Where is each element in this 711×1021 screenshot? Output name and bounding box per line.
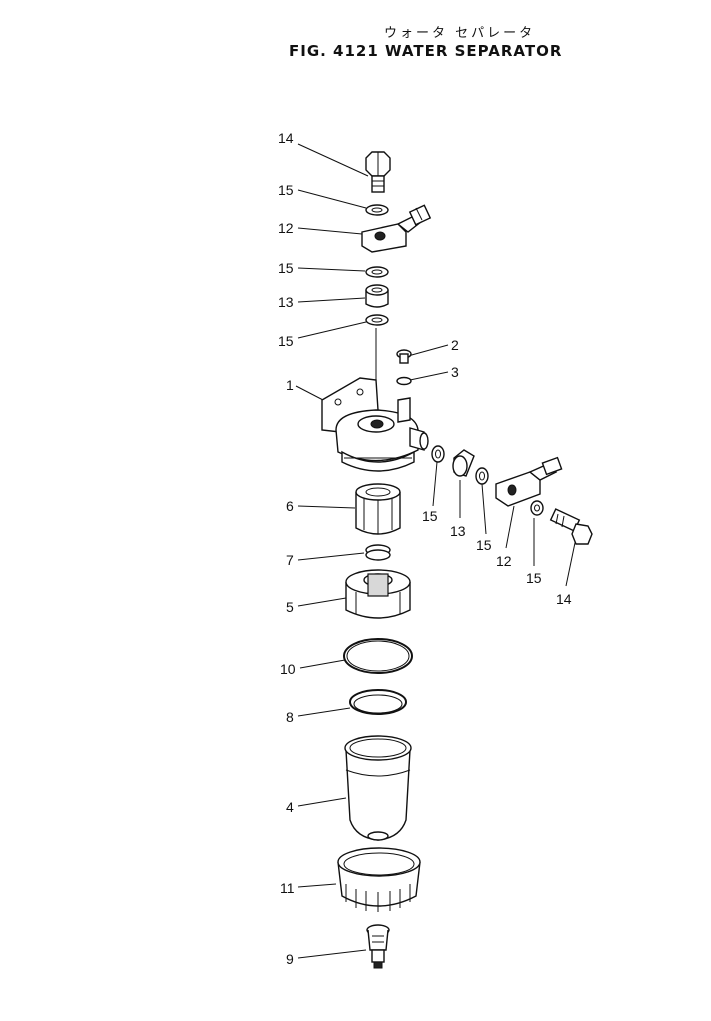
part-8-ring: [349, 689, 407, 715]
callout-8: 8: [286, 709, 294, 725]
callout-15: 15: [278, 182, 294, 198]
part-15-washer-a: [365, 204, 389, 216]
part-12-eye-joint-side: [495, 456, 563, 507]
callout-15: 15: [278, 333, 294, 349]
part-14-banjo-bolt-upper: [365, 151, 391, 193]
part-2-air-vent-plug: [396, 349, 412, 364]
part-15-washer-f: [530, 500, 544, 516]
part-7-spring: [365, 544, 391, 561]
callout-3: 3: [451, 364, 459, 380]
callout-13: 13: [278, 294, 294, 310]
part-14-banjo-bolt-side: [549, 508, 593, 545]
part-3-washer: [396, 376, 412, 386]
callout-15: 15: [476, 537, 492, 553]
callout-15: 15: [422, 508, 438, 524]
figure-title-japanese: ウォータ セパレータ: [384, 26, 536, 41]
part-4-bowl: [344, 735, 412, 841]
callout-1: 1: [286, 377, 294, 393]
callout-14: 14: [278, 130, 294, 146]
callout-4: 4: [286, 799, 294, 815]
part-6-filter-element: [355, 483, 401, 535]
part-1-separator-head: [321, 377, 429, 472]
callout-12: 12: [278, 220, 294, 236]
part-15-washer-b: [365, 266, 389, 278]
callout-13: 13: [450, 523, 466, 539]
part-13-spacer-side: [452, 449, 475, 477]
callout-7: 7: [286, 552, 294, 568]
part-5-filter-cap: [345, 569, 411, 619]
callout-15: 15: [278, 260, 294, 276]
callout-labels: 14 15 12 15 13 15 2 3 1 6 7 5 10 8 4 11 …: [278, 130, 572, 967]
callout-10: 10: [280, 661, 296, 677]
part-15-washer-d: [431, 445, 445, 463]
part-13-spacer-upper: [365, 284, 389, 308]
leader-lines: [295, 143, 577, 959]
callout-15: 15: [526, 570, 542, 586]
figure-title: FIG. 4121 WATER SEPARATOR: [289, 42, 563, 60]
part-10-o-ring: [343, 638, 413, 674]
part-11-retaining-ring: [337, 847, 421, 912]
callout-14: 14: [556, 591, 572, 607]
part-9-drain-plug: [366, 924, 390, 969]
callout-2: 2: [451, 337, 459, 353]
part-12-eye-joint-upper: [361, 204, 432, 253]
part-15-washer-c: [365, 314, 389, 326]
part-15-washer-e: [475, 467, 489, 485]
callout-9: 9: [286, 951, 294, 967]
callout-6: 6: [286, 498, 294, 514]
callout-11: 11: [280, 880, 295, 896]
callout-12: 12: [496, 553, 512, 569]
callout-5: 5: [286, 599, 294, 615]
